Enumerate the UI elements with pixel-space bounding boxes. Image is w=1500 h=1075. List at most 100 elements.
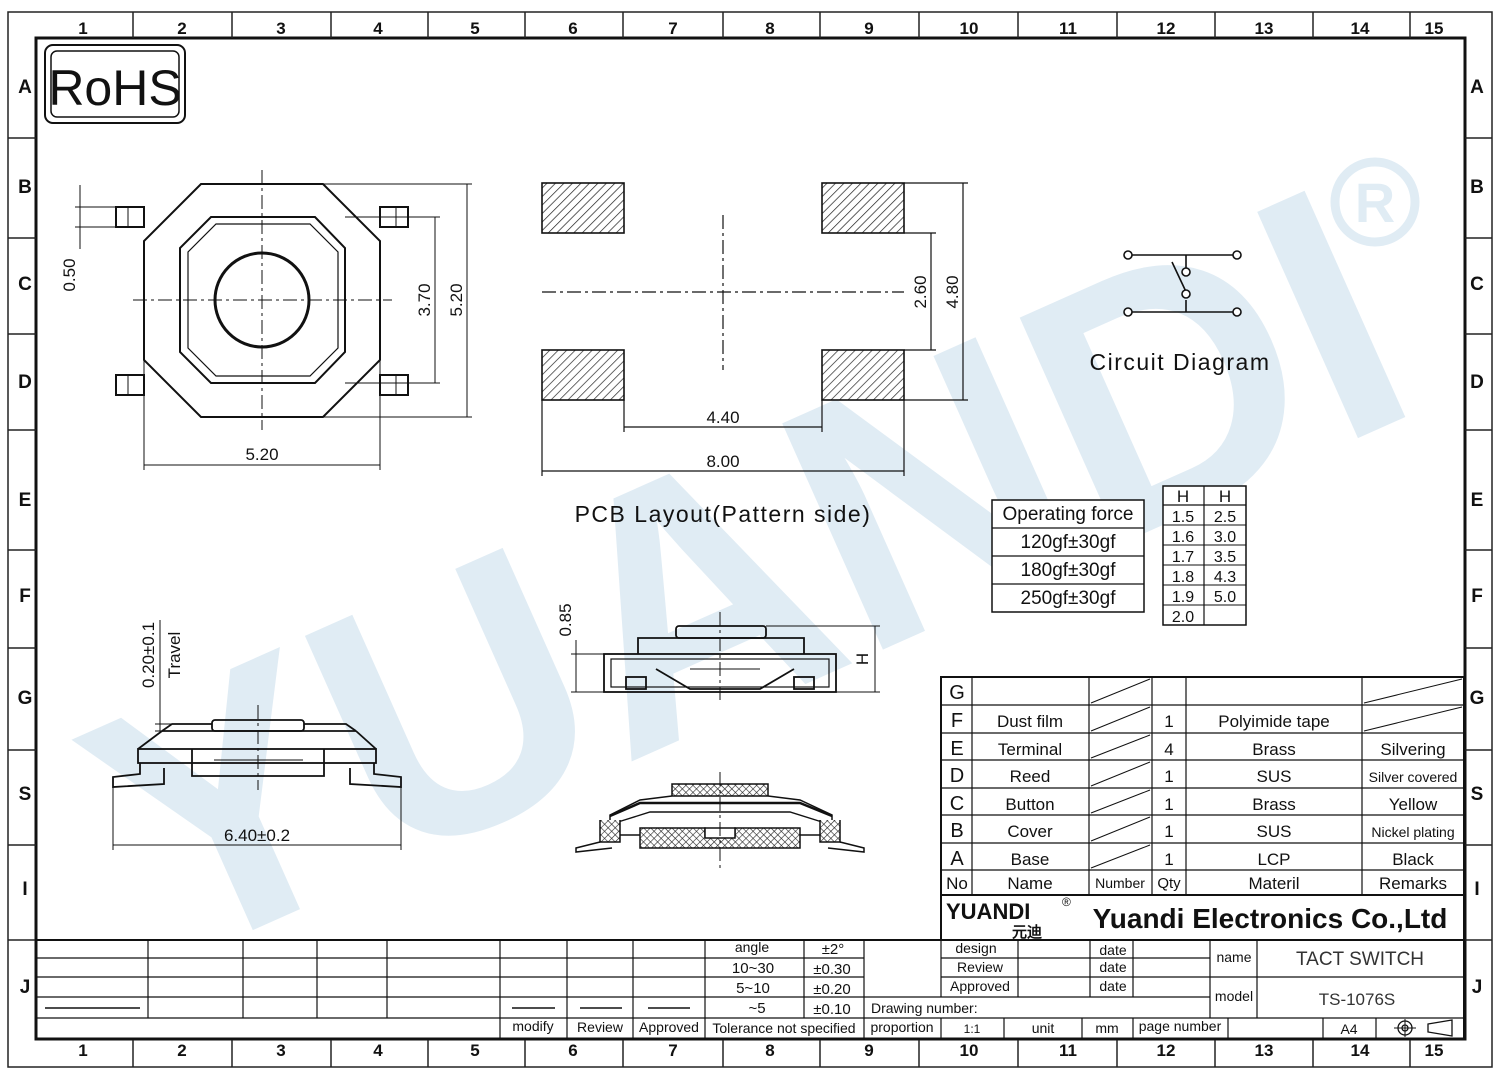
tb-drawing-number: Drawing number: — [871, 1000, 978, 1016]
dim-pin-width: 0.50 — [60, 258, 79, 291]
watermark-registered-icon — [1330, 157, 1420, 247]
grid-column-label: 11 — [1059, 19, 1077, 38]
grid-row-label: A — [1470, 77, 1484, 98]
bom-cell-name: Cover — [1007, 822, 1053, 841]
outer-frame — [7, 11, 1493, 1068]
force-row-2: 180gf±30gf — [1021, 560, 1117, 581]
grid-row-label: I — [22, 879, 27, 900]
tb-model-label: model — [1215, 988, 1253, 1004]
bom-cell-name: Reed — [1010, 767, 1051, 786]
title-block — [35, 939, 1465, 1040]
grid-row-label: I — [1474, 879, 1479, 900]
dim-width: 5.20 — [245, 445, 278, 464]
cross-section-view — [575, 772, 865, 870]
tb-unit-label: unit — [1032, 1020, 1055, 1036]
bom-cell-no: G — [949, 682, 965, 704]
grid-column-label: 3 — [276, 19, 285, 38]
tb-unit-value: mm — [1095, 1020, 1118, 1036]
height-cell: 3.5 — [1214, 549, 1236, 566]
bom-cell-qty: 4 — [1164, 740, 1173, 759]
bom-cell-material: SUS — [1257, 767, 1292, 786]
grid-column-label: 15 — [1425, 19, 1444, 38]
grid-row-label: S — [1471, 784, 1484, 805]
tol-value: ±0.20 — [813, 981, 850, 998]
watermark-registered-letter: R — [1355, 171, 1395, 234]
side-view — [112, 620, 402, 850]
side-width-dim: 6.40±0.2 — [224, 826, 290, 845]
tb-review-col: Review — [577, 1019, 624, 1035]
tb-design: design — [955, 940, 996, 956]
tol-angle-label: angle — [735, 939, 769, 955]
bom-header-material: Materil — [1248, 874, 1299, 893]
grid-column-label: 7 — [668, 1041, 677, 1060]
bom-cell-material: Polyimide tape — [1218, 712, 1330, 731]
bom-header-qty: Qty — [1157, 875, 1181, 892]
bom-cell-no: C — [950, 793, 964, 815]
bom-cell-no: B — [950, 820, 963, 842]
grid-row-label: J — [1472, 977, 1483, 998]
bom-cell-qty: 1 — [1164, 795, 1173, 814]
bom-cell-remarks: Nickel plating — [1371, 824, 1454, 840]
bom-cell-qty: 1 — [1164, 850, 1173, 869]
bom-header-number: Number — [1095, 875, 1145, 891]
grid-row-label: F — [19, 586, 31, 607]
grid-column-label: 8 — [765, 1041, 774, 1060]
height-cell: 2.5 — [1214, 509, 1236, 526]
bom-header-remarks: Remarks — [1379, 874, 1447, 893]
grid-column-label: 10 — [960, 19, 979, 38]
tb-paper-size: A4 — [1340, 1021, 1357, 1037]
bom-cell-remarks: Black — [1392, 850, 1434, 869]
grid-column-label: 15 — [1425, 1041, 1444, 1060]
pcb-layout — [541, 182, 968, 476]
grid-row-label: E — [1471, 490, 1484, 511]
bom-cell-remarks: Yellow — [1389, 795, 1438, 814]
title-block-text: design Review Approved date date date na… — [512, 939, 1424, 1037]
dim-outer-height: 5.20 — [447, 283, 466, 316]
height-cell: 2.0 — [1172, 609, 1194, 626]
circuit-diagram — [1123, 250, 1242, 317]
tol-caption: Tolerance not specified — [712, 1020, 855, 1036]
grid-column-label: 3 — [276, 1041, 285, 1060]
grid-row-label: G — [18, 688, 33, 709]
grid-column-label: 10 — [960, 1041, 979, 1060]
bom-cell-qty: 1 — [1164, 767, 1173, 786]
height-cell: 1.6 — [1172, 529, 1194, 546]
height-cell: 1.9 — [1172, 589, 1194, 606]
pcb-layout-caption: PCB Layout(Pattern side) — [575, 501, 872, 527]
tb-name-label: name — [1216, 949, 1251, 965]
projection-symbol-icon — [1394, 1019, 1453, 1037]
tb-date-1: date — [1099, 942, 1126, 958]
tb-page-number: page number — [1139, 1018, 1222, 1034]
height-cell: 1.5 — [1172, 509, 1194, 526]
tol-range: ~5 — [748, 1000, 765, 1017]
bom-cell-remarks: Silvering — [1380, 740, 1445, 759]
grid-column-label: 5 — [470, 1041, 479, 1060]
bom-cell-name: Terminal — [998, 740, 1062, 759]
tol-angle-value: ±2° — [822, 941, 845, 958]
grid-row-label: E — [19, 490, 32, 511]
dim-pad-spacing-v: 2.60 — [911, 275, 930, 308]
force-row-1: 120gf±30gf — [1021, 532, 1117, 553]
grid-column-label: 9 — [864, 19, 873, 38]
bom-header-name: Name — [1007, 874, 1052, 893]
bom-cell-no: F — [951, 710, 963, 732]
height-header-1: H — [1177, 487, 1189, 506]
bom-cell-material: Brass — [1252, 795, 1295, 814]
rohs-badge: RoHS — [44, 44, 186, 124]
bom-cell-remarks: Silver covered — [1369, 769, 1458, 785]
grid-column-label: 14 — [1351, 1041, 1370, 1060]
top-view — [75, 170, 472, 470]
force-header: Operating force — [1003, 504, 1134, 525]
force-row-3: 250gf±30gf — [1021, 588, 1117, 609]
grid-row-label: B — [1470, 177, 1484, 198]
front-view — [571, 612, 880, 700]
grid-column-label: 2 — [177, 1041, 186, 1060]
dim-inner-h: 4.40 — [706, 408, 739, 427]
tb-proportion-value: 1:1 — [964, 1022, 981, 1036]
front-dim-height: H — [853, 653, 872, 665]
grid-column-label: 12 — [1157, 19, 1176, 38]
